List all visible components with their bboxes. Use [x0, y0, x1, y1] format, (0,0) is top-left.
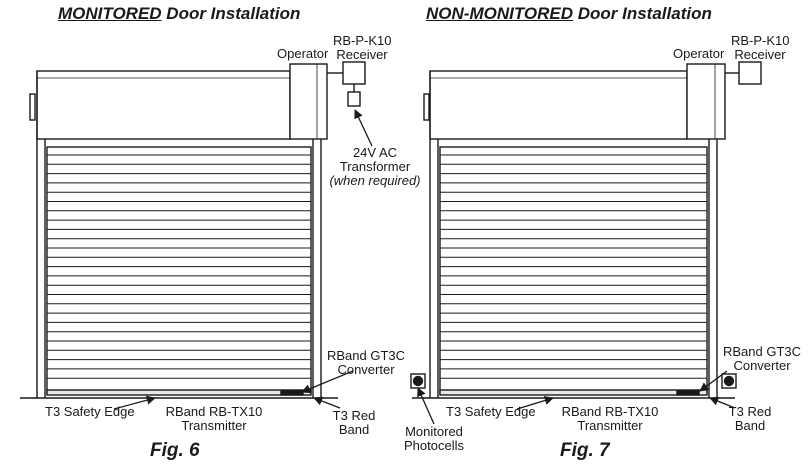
fig6-hinge — [29, 93, 36, 121]
fig6-leaders — [113, 109, 373, 410]
fig7-transmitter — [676, 390, 700, 396]
fig7-operator-box — [686, 63, 726, 140]
fig6-receiver-box — [342, 61, 366, 85]
fig7-photocells-arrow — [417, 387, 435, 425]
fig7-title: NON-MONITORED Door Installation — [426, 4, 712, 23]
fig6-operator-label: Operator — [277, 46, 329, 61]
fig6-door — [20, 61, 366, 399]
fig6-caption: Fig. 6 — [150, 440, 200, 461]
fig6-operator-box — [289, 63, 328, 140]
fig7-slats — [440, 154, 707, 379]
fig6-bottom-bar — [46, 389, 312, 396]
fig6-safety-edge-arrow — [113, 395, 156, 410]
fig7-safety-edge-label: T3 Safety Edge — [446, 404, 536, 419]
fig7-curtain — [439, 146, 708, 394]
fig6-red-band-arrow — [313, 396, 341, 409]
fig6-slats — [47, 154, 311, 379]
fig6-transformer-box — [347, 91, 361, 107]
fig7-red-band-arrow — [709, 396, 736, 409]
fig7-receiver-box — [738, 61, 762, 85]
fig6-transmitter — [280, 390, 304, 396]
fig6-transformer-label: 24V AC Transformer (when required) — [329, 145, 421, 188]
fig6-title: MONITORED Door Installation — [58, 4, 301, 23]
fig7-safety-edge-arrow — [516, 396, 554, 410]
fig7-converter-arrow — [699, 370, 728, 392]
fig6-header-housing — [36, 70, 291, 140]
fig7-bottom-bar — [439, 389, 708, 396]
fig6-converter-arrow — [301, 370, 354, 394]
fig7-header-housing — [429, 70, 688, 140]
fig6-curtain — [46, 146, 312, 394]
fig6-transformer-arrow — [354, 109, 373, 147]
fig7-leaders — [417, 370, 736, 425]
fig7-operator-label: Operator — [673, 46, 725, 61]
fig7-door — [410, 61, 762, 399]
fig6-safety-edge-label: T3 Safety Edge — [45, 404, 135, 419]
fig7-caption: Fig. 7 — [560, 440, 610, 461]
fig7-hinge — [423, 93, 430, 121]
